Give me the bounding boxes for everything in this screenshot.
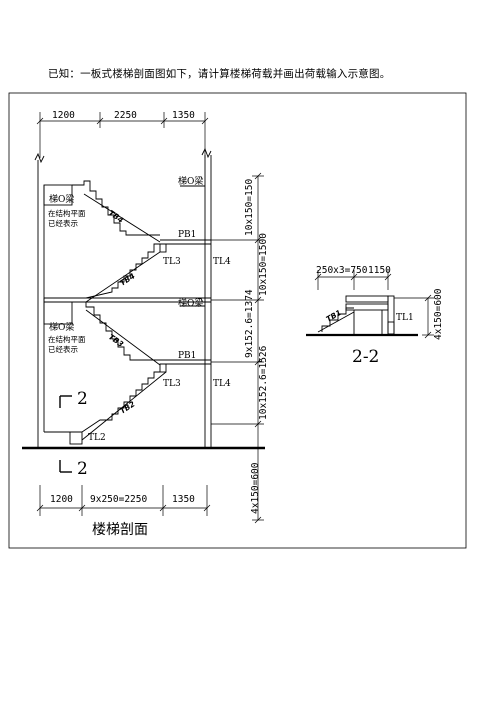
detail-tl1-label: TL1 [396,313,414,323]
cut-mark-top-number: 2 [77,389,88,409]
tb-label-3: TB3 [107,332,125,349]
detail-right-dim: 4x150=600 [433,288,444,340]
beam-label-mid: 梯O梁 [49,321,74,333]
tb-label-2: TB4 [118,271,136,287]
top-dim-3: 1350 [172,110,195,121]
tb-label-1: TB4 [107,208,125,225]
cut-mark-top [59,395,72,408]
right-dim-2: 10x150=1500 [258,233,269,296]
detail-tb-label: TB1 [325,308,343,324]
right-dim-4: 10x152.6=1526 [258,345,269,420]
section-caption: 楼梯剖面 [92,522,148,538]
tl4-label-upper: TL4 [213,257,231,267]
tb-label-4: TB2 [118,399,136,415]
detail-caption: 2-2 [352,347,379,367]
detail-dim-1: 250x3=750 [316,265,368,276]
cut-mark-bottom-number: 2 [77,459,88,479]
stair-structure [34,147,212,448]
bottom-dim-3: 1350 [172,494,195,505]
note-mid-1: 在结构平面 [48,334,86,344]
tl3-label-lower: TL3 [163,379,181,389]
tl4-label-lower: TL4 [213,379,231,389]
slab-label-upper: PB1 [178,230,196,240]
note-top-1: 在结构平面 [48,208,86,218]
detail-dimension-line [314,270,392,290]
beam-label-top: 梯O梁 [49,193,74,205]
detail-structure [317,295,395,335]
top-dim-1: 1200 [52,110,75,121]
right-dim-3: 9x152.6=1374 [244,289,255,358]
cut-mark-bottom [59,460,72,473]
top-dim-2: 2250 [114,110,137,121]
tl3-label-upper: TL3 [163,257,181,267]
right-dim-1: 10x150=150 [244,179,255,236]
bottom-dimension-line [36,485,211,516]
right-dim-5: 4x150=600 [250,462,261,514]
note-mid-2: 已经表示 [48,344,78,354]
tl2-label: TL2 [88,433,106,443]
beam-tag-top: 梯O梁 [178,175,203,187]
question-text: 已知：一板式楼梯剖面图如下，请计算楼梯荷载并画出荷载输入示意图。 [48,68,391,80]
detail-right-dimension [394,294,434,339]
right-dimension-chain [211,172,264,524]
beam-tag-mid: 梯O梁 [178,297,203,309]
slab-label-lower: PB1 [178,351,196,361]
detail-dim-2: 1150 [368,265,391,276]
bottom-dim-2: 9x250=2250 [90,494,147,505]
top-dimension-line [36,112,209,158]
bottom-dim-1: 1200 [50,494,73,505]
drawing-frame [8,92,467,549]
note-top-2: 已经表示 [48,218,78,228]
